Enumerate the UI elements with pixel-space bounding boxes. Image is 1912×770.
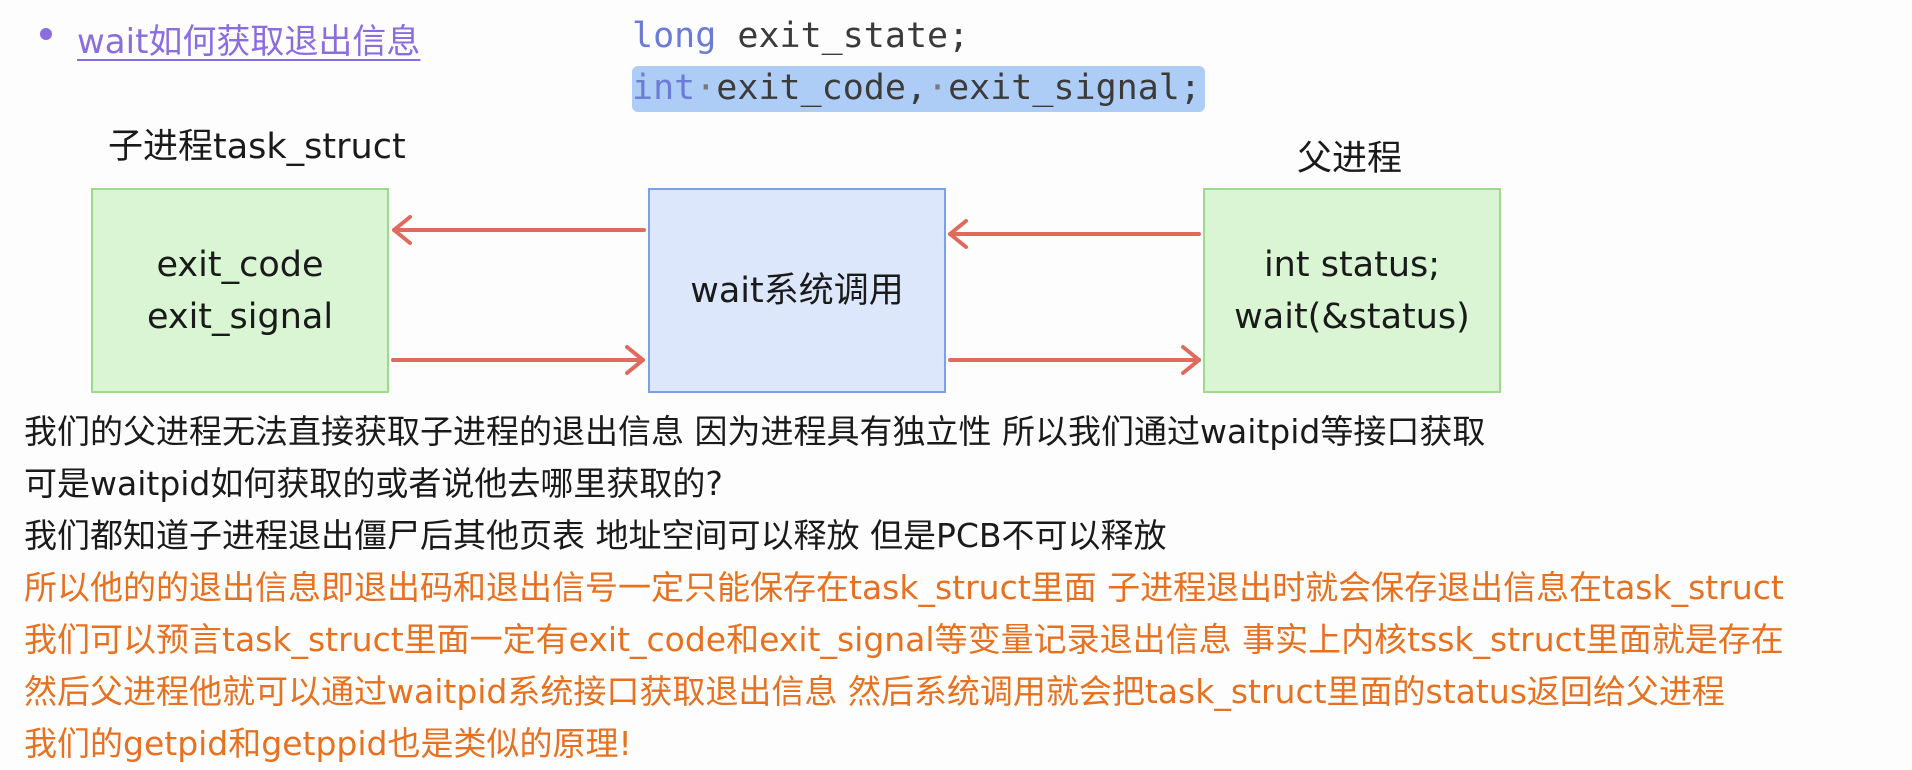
code-keyword-long: long: [632, 16, 717, 56]
parent-process-box: int status; wait(&status): [1203, 188, 1501, 393]
wait-call: wait(&status): [1234, 296, 1470, 337]
parent-process-label: 父进程: [1297, 139, 1403, 179]
exit-code-field: exit_code: [156, 244, 324, 285]
code-keyword-int: int: [632, 68, 696, 108]
bullet-dot: [40, 28, 52, 40]
code-line-exit-code-signal: int·exit_code,·exit_signal;: [632, 66, 1205, 112]
paragraph-line-7: 我们的getpid和getppid也是类似的原理!: [24, 724, 632, 763]
paragraph-line-5: 我们可以预言task_struct里面一定有exit_code和exit_sig…: [24, 620, 1784, 659]
exit-signal-field: exit_signal: [146, 296, 334, 337]
paragraph-line-1: 我们的父进程无法直接获取子进程的退出信息 因为进程具有独立性 所以我们通过wai…: [24, 412, 1486, 451]
paragraph-line-6: 然后父进程他就可以通过waitpid系统接口获取退出信息 然后系统调用就会把ta…: [24, 672, 1725, 711]
heading-link[interactable]: wait如何获取退出信息: [77, 22, 421, 62]
paragraph-line-3: 我们都知道子进程退出僵尸后其他页表 地址空间可以释放 但是PCB不可以释放: [24, 516, 1167, 555]
code-decl-exit-code: exit_code,: [716, 68, 928, 108]
arrow-syscall-to-parent: [948, 345, 1201, 375]
status-declaration: int status;: [1263, 244, 1441, 285]
whitespace-marker: ·: [927, 68, 949, 108]
paragraph-line-2: 可是waitpid如何获取的或者说他去哪里获取的?: [24, 464, 723, 503]
code-decl-exit-signal: exit_signal;: [948, 68, 1201, 108]
child-task-struct-box: exit_code exit_signal: [91, 188, 389, 393]
arrow-syscall-to-child: [392, 215, 646, 245]
whitespace-marker: ·: [695, 68, 717, 108]
wait-syscall-box: wait系统调用: [648, 188, 946, 393]
child-task-struct-label: 子进程task_struct: [108, 127, 406, 167]
paragraph-line-4: 所以他的的退出信息即退出码和退出信号一定只能保存在task_struct里面 子…: [24, 568, 1784, 607]
code-line-exit-state: long exit_state;: [632, 16, 969, 56]
code-decl-exit-state: exit_state;: [716, 16, 970, 56]
arrow-child-to-syscall: [391, 345, 645, 375]
arrow-parent-to-syscall: [948, 219, 1201, 249]
wait-syscall-label: wait系统调用: [690, 270, 904, 311]
